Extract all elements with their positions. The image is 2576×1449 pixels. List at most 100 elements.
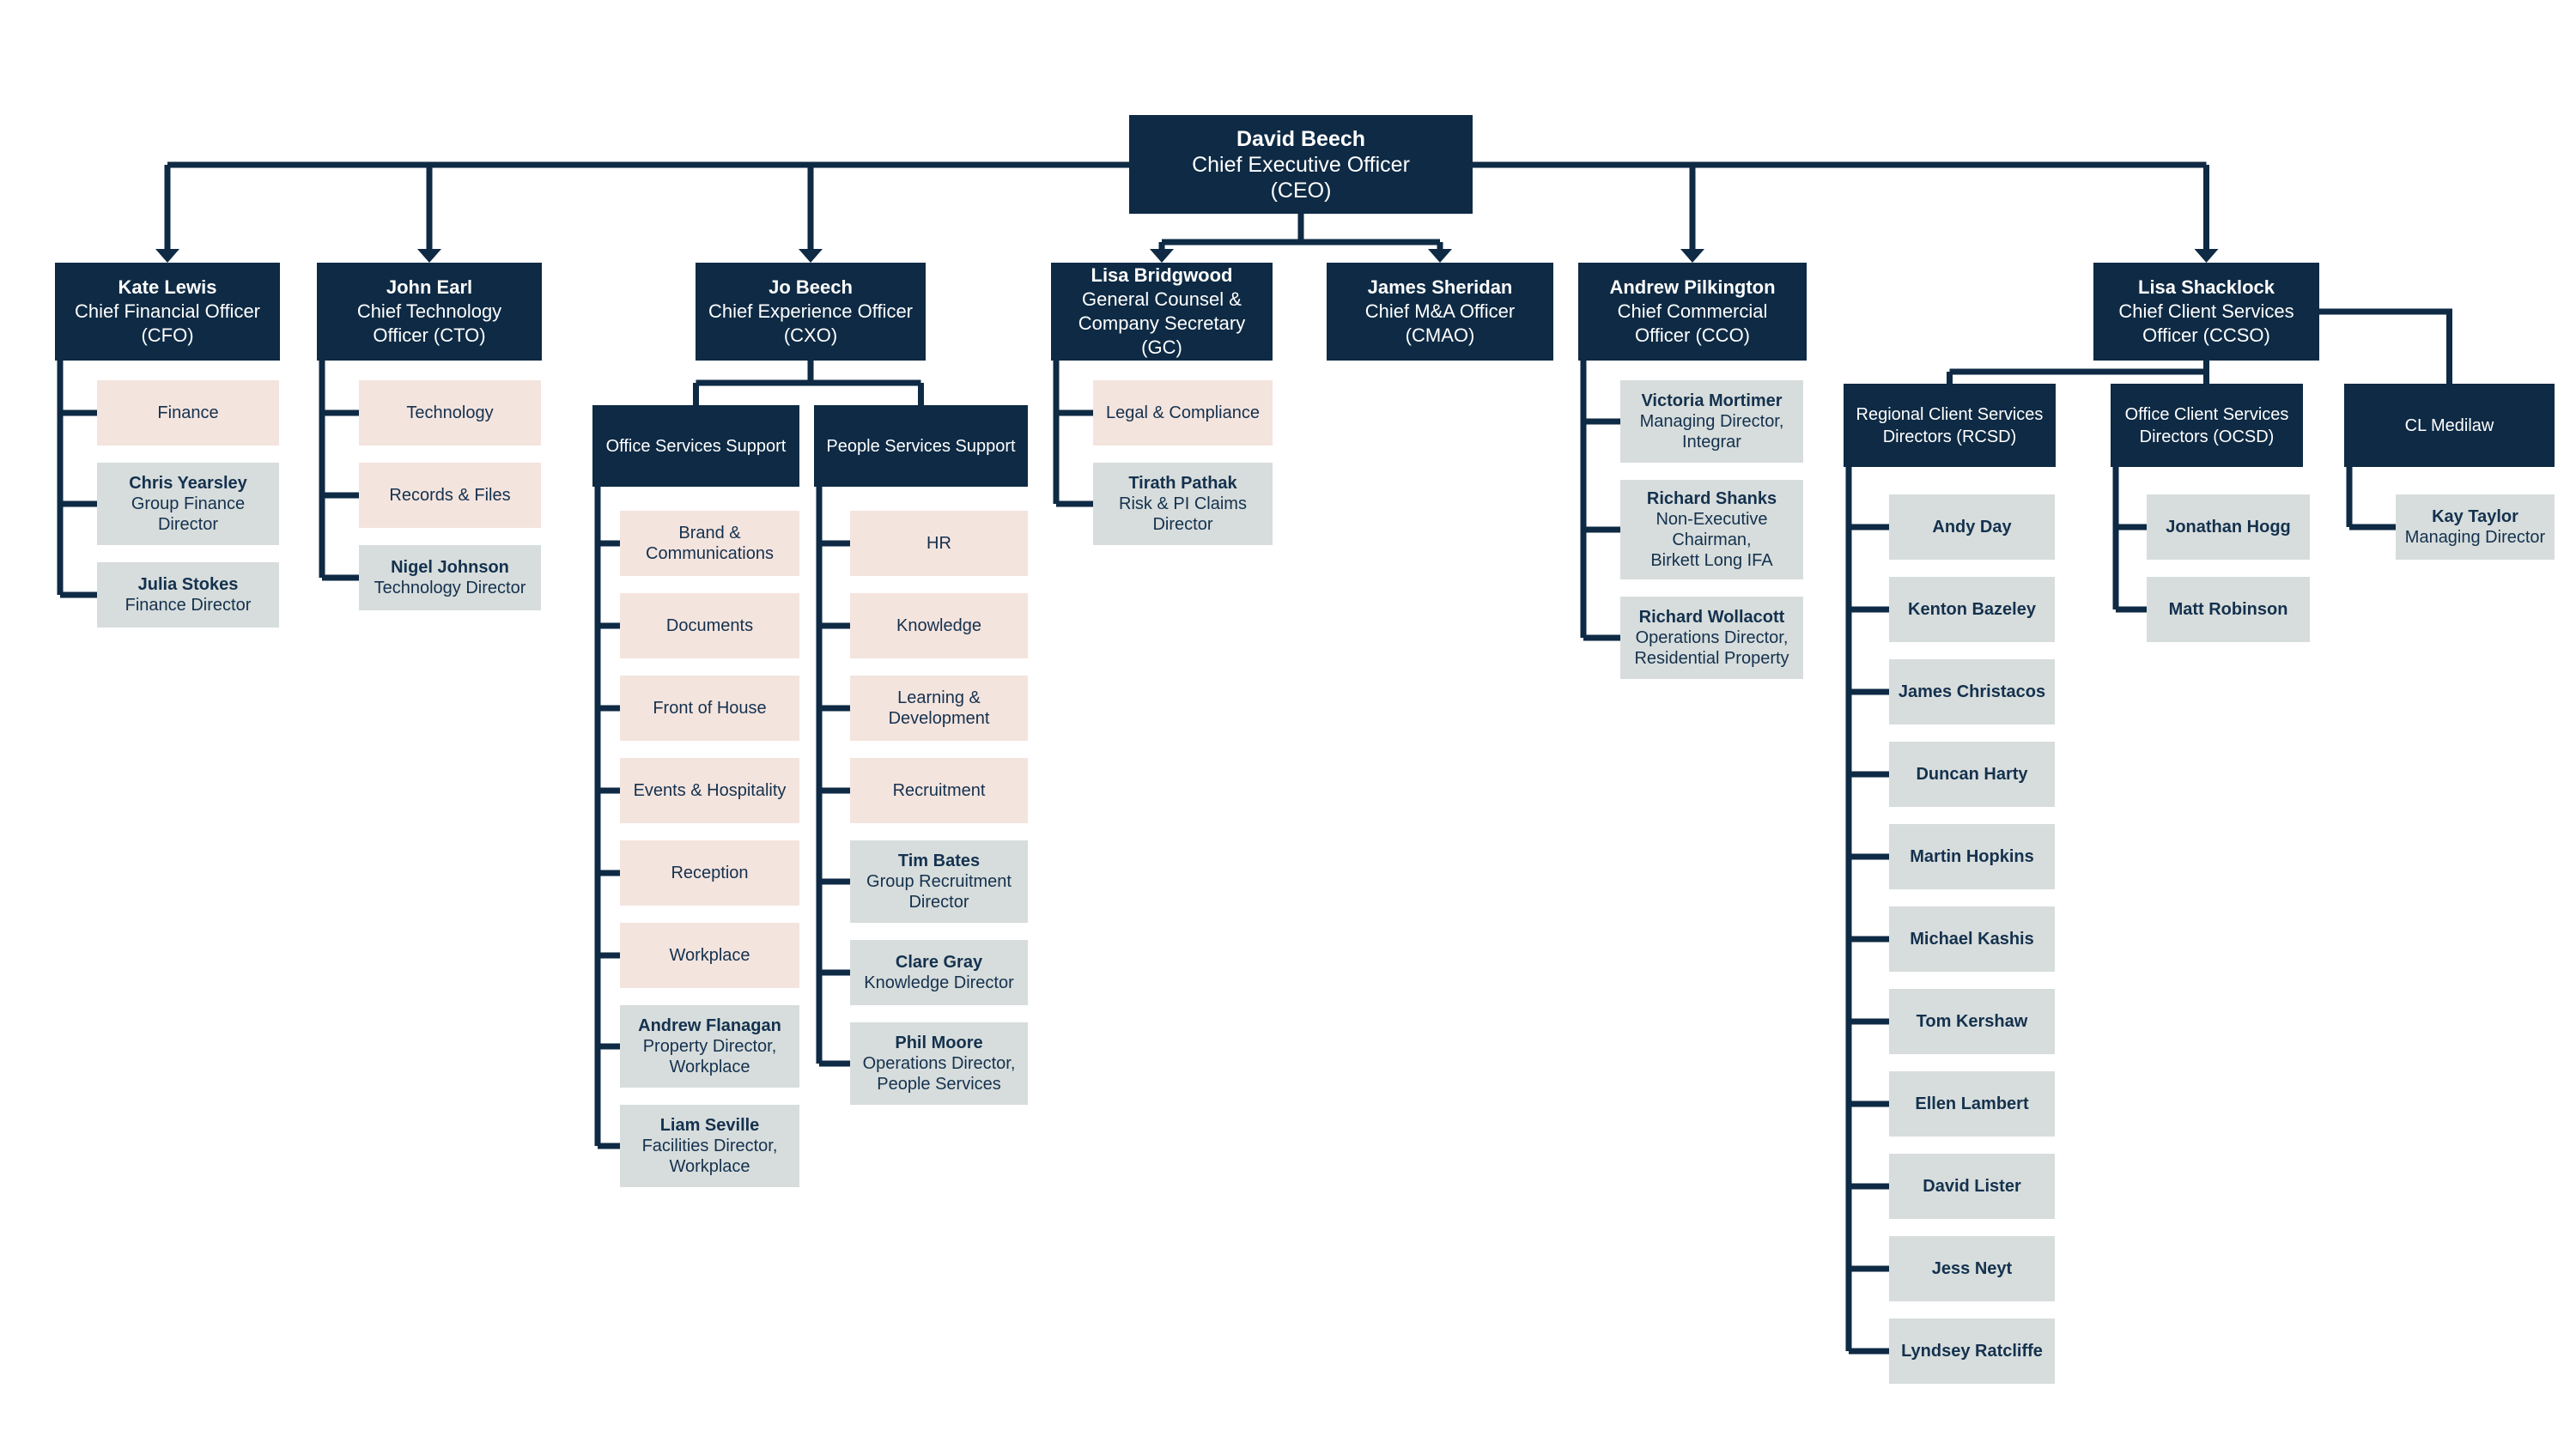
text-line: Front of House: [653, 699, 767, 718]
text-line: Operations Director,: [1635, 628, 1789, 647]
text-line: Julia Stokes: [137, 575, 239, 594]
text-line: Operations Director,: [862, 1054, 1016, 1073]
text-line: John Earl: [386, 276, 473, 298]
text-line: Technology: [406, 403, 494, 422]
text-line: James Christacos: [1898, 682, 2046, 701]
text-line: Nigel Johnson: [391, 558, 509, 577]
text-line: Finance Director: [125, 596, 252, 615]
text-line: Workplace: [669, 946, 750, 965]
text-line: Managing Director: [2404, 528, 2546, 547]
text-line: James Sheridan: [1367, 276, 1513, 298]
text-line: Phil Moore: [895, 1034, 983, 1052]
text-line: Michael Kashis: [1910, 930, 2034, 949]
node-workplace: Workplace: [620, 923, 799, 988]
text-line: David Lister: [1923, 1177, 2021, 1196]
arrow-down-icon: [1150, 249, 1174, 263]
node-jonathan-hogg: Jonathan Hogg: [2147, 494, 2310, 560]
text-line: Managing Director,: [1639, 412, 1784, 431]
text-line: Officer (CCO): [1634, 324, 1751, 346]
text-line: Knowledge Director: [864, 973, 1014, 992]
text-line: Chief Financial Officer: [74, 300, 260, 322]
text-line: Lisa Bridgwood: [1091, 264, 1233, 286]
text-line: Knowledge: [896, 616, 981, 635]
text-line: Chris Yearsley: [129, 474, 247, 493]
text-line: Chief Commercial: [1617, 300, 1768, 322]
text-line: (CXO): [783, 324, 838, 346]
text-line: Company Secretary: [1078, 312, 1246, 334]
text-line: CL Medilaw: [2404, 415, 2494, 435]
text-line: Group Finance: [131, 494, 246, 513]
text-line: Technology Director: [374, 579, 526, 597]
node-reception: Reception: [620, 840, 799, 906]
text-line: Director: [1152, 515, 1213, 534]
node-cl-medilaw: CL Medilaw: [2344, 384, 2555, 467]
text-line: Kay Taylor: [2432, 507, 2518, 526]
text-line: People Services Support: [826, 436, 1016, 456]
text-line: Andy Day: [1932, 518, 2012, 537]
text-line: Directors (OCSD): [2139, 427, 2275, 446]
text-line: Workplace: [669, 1157, 750, 1176]
node-hr: HR: [850, 511, 1028, 576]
node-learning: Learning &Development: [850, 676, 1028, 741]
node-legal-compliance: Legal & Compliance: [1093, 380, 1273, 446]
node-david-lister: David Lister: [1889, 1154, 2055, 1219]
text-line: Property Director,: [642, 1037, 777, 1056]
text-line: (CMAO): [1405, 324, 1475, 346]
text-line: Chief Technology: [356, 300, 502, 322]
node-michael-kashis: Michael Kashis: [1889, 906, 2055, 972]
node-people-services-support: People Services Support: [814, 405, 1028, 487]
arrow-down-icon: [417, 249, 441, 263]
node-andy-day: Andy Day: [1889, 494, 2055, 560]
text-line: (GC): [1141, 336, 1182, 358]
node-finance: Finance: [97, 380, 279, 446]
text-line: Non-Executive: [1656, 510, 1768, 529]
text-line: Jo Beech: [769, 276, 853, 298]
text-line: Regional Client Services: [1856, 404, 2044, 424]
text-line: Chief M&A Officer: [1364, 300, 1516, 322]
text-line: Directors (RCSD): [1882, 427, 2017, 446]
text-line: Lisa Shacklock: [2138, 276, 2275, 298]
text-line: Recruitment: [892, 781, 986, 800]
node-office-services-support: Office Services Support: [592, 405, 799, 487]
text-line: Lyndsey Ratcliffe: [1901, 1342, 2043, 1361]
text-line: Jess Neyt: [1931, 1259, 2013, 1278]
node-martin-hopkins: Martin Hopkins: [1889, 824, 2055, 889]
node-knowledge: Knowledge: [850, 593, 1028, 658]
text-line: Victoria Mortimer: [1641, 391, 1783, 410]
node-tom-kershaw: Tom Kershaw: [1889, 989, 2055, 1054]
text-line: (CEO): [1270, 178, 1332, 203]
text-line: Finance: [157, 403, 219, 422]
text-line: Office Client Services: [2124, 404, 2289, 424]
text-line: Duncan Harty: [1916, 765, 2028, 784]
text-line: Chief Experience Officer: [708, 300, 914, 322]
text-line: Learning &: [897, 688, 981, 707]
text-line: Andrew Pilkington: [1609, 276, 1776, 298]
text-line: David Beech: [1236, 126, 1366, 151]
text-line: Workplace: [669, 1058, 750, 1076]
text-line: People Services: [877, 1075, 1001, 1094]
node-james-christacos: James Christacos: [1889, 659, 2055, 724]
text-line: Tom Kershaw: [1916, 1012, 2028, 1031]
arrow-down-icon: [2194, 249, 2219, 263]
node-matt-robinson: Matt Robinson: [2147, 577, 2310, 642]
text-line: Office Services Support: [605, 436, 787, 456]
text-line: Director: [908, 893, 969, 912]
node-recruitment: Recruitment: [850, 758, 1028, 823]
text-line: Richard Shanks: [1646, 489, 1777, 508]
arrow-down-icon: [1680, 249, 1704, 263]
text-line: Residential Property: [1634, 649, 1789, 668]
